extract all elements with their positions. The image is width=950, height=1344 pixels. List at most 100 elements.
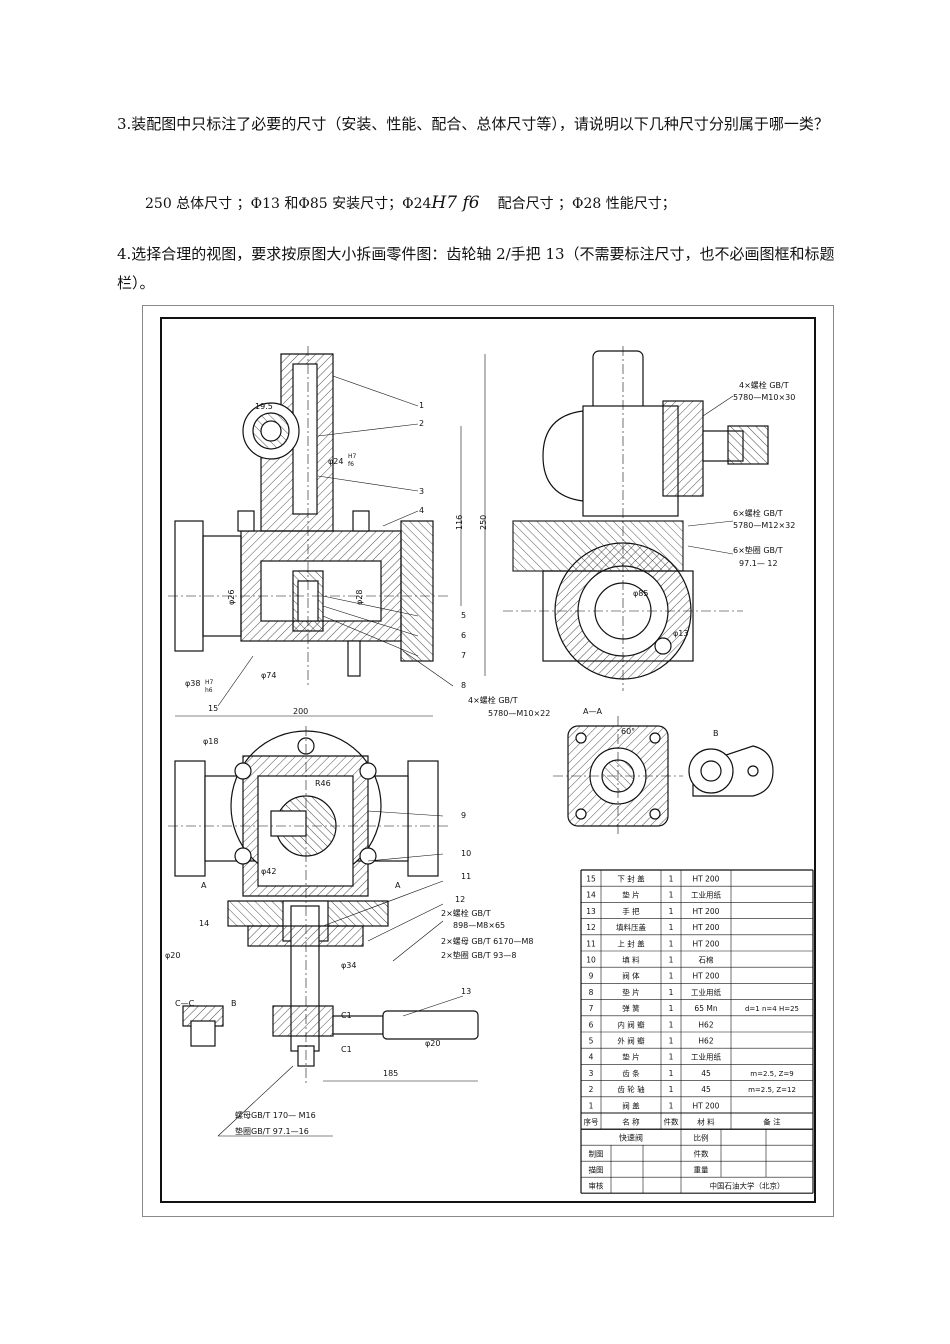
leader-14: 14	[199, 919, 209, 928]
bom-cell-qty: 1	[669, 1037, 674, 1046]
note-bolt4b-b: 5780—M10×22	[488, 709, 550, 718]
title-block-name: 快速阀	[619, 1133, 643, 1143]
bom-cell-mat: HT 200	[693, 907, 720, 916]
bom-cell-mat: 45	[701, 1069, 711, 1078]
bom-cell-no: 3	[589, 1069, 594, 1078]
section-cc-b-label: B	[231, 999, 237, 1008]
bom-cell-mat: 工业用纸	[691, 890, 721, 900]
bom-header-no: 序号	[584, 1117, 599, 1127]
bom-cell-no: 5	[589, 1037, 594, 1046]
dim-185: 185	[383, 1069, 398, 1078]
note-bolt4b-a: 4×螺栓 GB/T	[468, 695, 518, 705]
bom-cell-qty: 1	[669, 1020, 674, 1029]
fit-h7: H7	[348, 453, 357, 460]
bom-cell-note: d=1 n=4 H=25	[745, 1005, 799, 1013]
note-bolt2-a: 2×螺栓 GB/T	[441, 908, 491, 918]
chamfer-c1-b: C1	[341, 1045, 352, 1054]
note-bolt6-b: 5780—M12×32	[733, 521, 795, 530]
title-block-org: 中国石油大学（北京）	[710, 1181, 785, 1191]
note-bolt4-a: 4×螺栓 GB/T	[739, 380, 789, 390]
bom-cell-name: 垫 片	[622, 890, 639, 900]
bom-cell-qty: 1	[669, 956, 674, 965]
bom-cell-mat: HT 200	[693, 939, 720, 948]
section-aa-label: A—A	[583, 707, 602, 716]
dim-19-5: 19.5	[255, 402, 273, 411]
bom-cell-mat: HT 200	[693, 875, 720, 884]
note-washer6-a: 6×垫圈 GB/T	[733, 545, 783, 555]
bom-cell-mat: 工业用纸	[691, 987, 721, 997]
note-nut16: 螺母GB/T 170— M16	[235, 1110, 316, 1120]
dim-200: 200	[293, 707, 308, 716]
bom-cell-name: 内 阀 瓣	[617, 1019, 645, 1029]
section-aa-view	[553, 716, 683, 836]
fit-h7b: H7	[205, 679, 214, 686]
bom-cell-no: 9	[589, 972, 594, 981]
bom-cell-name: 齿 轮 轴	[617, 1084, 644, 1094]
bom-cell-name: 阀 盖	[622, 1100, 640, 1110]
leader-9: 9	[461, 811, 466, 820]
bom-cell-qty: 1	[669, 875, 674, 884]
bom-cell-qty: 1	[669, 1085, 674, 1094]
view-b	[688, 745, 774, 797]
title-block-checked: 审核	[589, 1181, 604, 1191]
title-block-weight: 重量	[694, 1166, 709, 1175]
bom-cell-name: 垫 片	[622, 987, 639, 997]
dim-250: 250	[479, 515, 488, 530]
bom-cell-no: 7	[589, 1004, 594, 1013]
answer-3: 250 总体尺寸 ；Φ13 和Φ85 安装尺寸；Φ24 H7 f6 配合尺寸 ；…	[145, 175, 865, 231]
bom-cell-no: 4	[589, 1053, 594, 1062]
bom-cell-qty: 1	[669, 972, 674, 981]
dim-phi38: φ38	[185, 679, 200, 688]
leader-13: 13	[461, 987, 471, 996]
note-washer16: 垫圈GB/T 97.1—16	[235, 1126, 309, 1136]
note-bolt2-b: 898—M8×65	[453, 921, 505, 930]
chamfer-c1-a: C1	[341, 1011, 352, 1020]
note-bolt4-b: 5780—M10×30	[733, 393, 795, 402]
bom-cell-name: 填 料	[622, 955, 640, 965]
bom-cell-mat: HT 200	[693, 923, 720, 932]
dim-phi20b: φ20	[425, 1039, 440, 1048]
bom-cell-qty: 1	[669, 891, 674, 900]
bom-cell-qty: 1	[669, 1004, 674, 1013]
answer-part-1: 250 总体尺寸 ；Φ13 和Φ85 安装尺寸；Φ24	[145, 196, 432, 212]
bom-cell-mat: 工业用纸	[691, 1052, 721, 1062]
dim-r46: R46	[315, 779, 331, 788]
dim-phi24: φ24	[328, 457, 343, 466]
leader-12: 12	[455, 895, 465, 904]
answer-part-2: 配合尺寸 ；Φ28 性能尺寸；	[497, 196, 676, 212]
bom-cell-mat: H62	[698, 1020, 713, 1029]
dim-phi13: φ13	[673, 629, 688, 638]
leader-1: 1	[419, 401, 424, 410]
fit-numerator: H7	[431, 193, 458, 213]
angle-60: 60°	[621, 727, 635, 736]
leader-3: 3	[419, 487, 424, 496]
bom-cell-mat: 石棉	[699, 955, 714, 965]
bom-cell-name: 下 封 盖	[617, 874, 645, 884]
drawing-labels: 19.5 φ24 H7 f6 116 250 φ26 φ28 φ38 H7 h6…	[165, 380, 795, 1136]
bom-cell-qty: 1	[669, 1101, 674, 1110]
bom-cell-no: 12	[586, 923, 596, 932]
dim-phi34: φ34	[341, 961, 356, 970]
fit-h6: h6	[205, 687, 213, 694]
dim-phi26: φ26	[227, 590, 236, 605]
bom-cell-name: 齿 条	[622, 1068, 640, 1078]
dim-phi18: φ18	[203, 737, 218, 746]
assembly-drawing-svg: 19.5 φ24 H7 f6 116 250 φ26 φ28 φ38 H7 h6…	[160, 317, 816, 1203]
fit-fraction: H7 f6	[431, 190, 479, 216]
bom-cell-mat: HT 200	[693, 972, 720, 981]
leader-7: 7	[461, 651, 466, 660]
question-3: 3.装配图中只标注了必要的尺寸（安装、性能、配合、总体尺寸等），请说明以下几种尺…	[117, 115, 829, 133]
bom-cell-no: 11	[586, 939, 596, 948]
dim-116: 116	[455, 515, 464, 530]
bom-header-qty: 件数	[664, 1117, 679, 1127]
bom-cell-name: 垫 片	[622, 1052, 639, 1062]
bom-cell-no: 6	[589, 1020, 594, 1029]
section-cc-label: C—C	[175, 999, 195, 1008]
bom-cell-qty: 1	[669, 1069, 674, 1078]
bom-cell-mat: 65 Mn	[694, 1004, 717, 1013]
bom-cell-no: 2	[589, 1085, 594, 1094]
leader-4: 4	[419, 506, 424, 515]
note-bolt6-a: 6×螺栓 GB/T	[733, 508, 783, 518]
leader-11: 11	[461, 872, 471, 881]
